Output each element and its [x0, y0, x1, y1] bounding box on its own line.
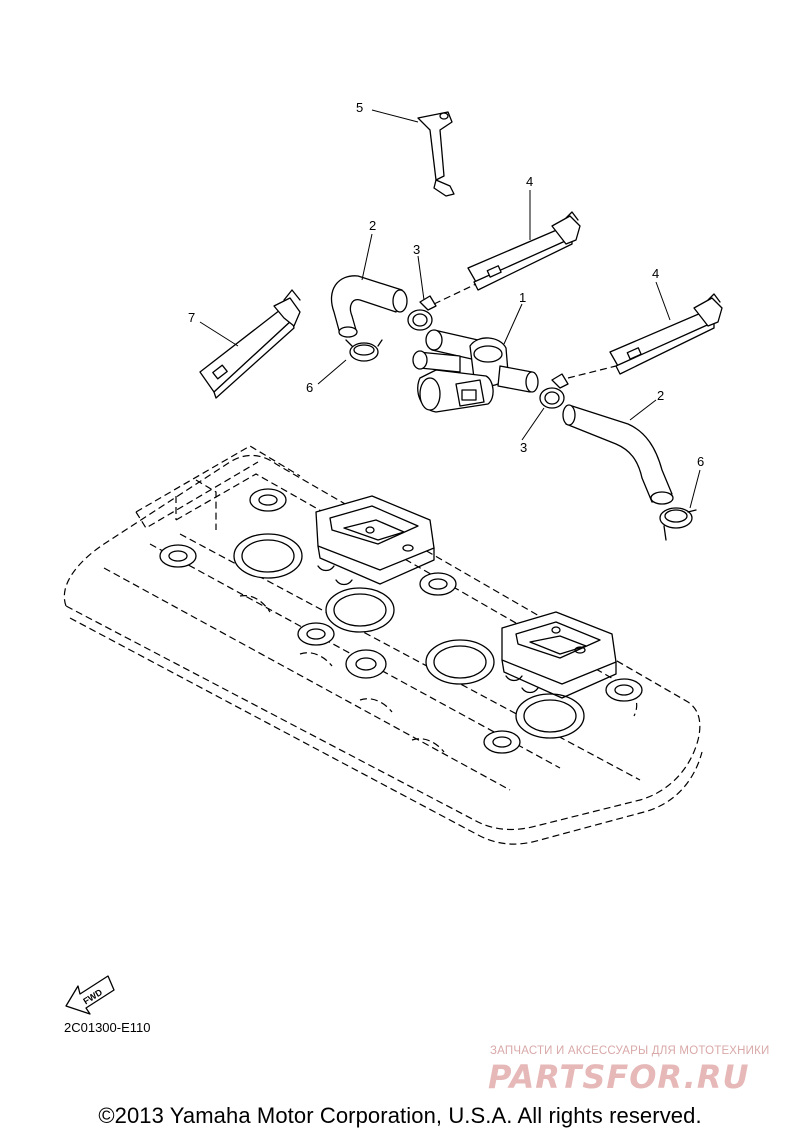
- part-6-clip-lower[interactable]: [659, 507, 697, 541]
- callout-3-upper: 3: [413, 242, 420, 257]
- part-5-bracket[interactable]: [417, 111, 455, 197]
- bolt-bosses: [159, 488, 643, 754]
- plug-hole-3: [425, 639, 495, 685]
- copyright-text: ©2013 Yamaha Motor Corporation, U.S.A. A…: [98, 1103, 702, 1128]
- plug-hole-2: [325, 587, 395, 633]
- diagram-code: 2C01300-E110: [64, 1020, 151, 1035]
- callout-4-lower: 4: [652, 266, 659, 281]
- part-4-strap-upper[interactable]: [467, 211, 581, 291]
- fwd-arrow-icon: FWD: [65, 975, 115, 1015]
- leader-lines: [199, 109, 701, 509]
- callout-2-upper: 2: [369, 218, 376, 233]
- callout-6-lower: 6: [697, 454, 704, 469]
- connection-lines: [433, 283, 617, 379]
- plug-hole-4: [515, 693, 585, 739]
- callout-4-upper: 4: [526, 174, 533, 189]
- part-3-clamp-upper[interactable]: [407, 295, 437, 331]
- callout-5: 5: [356, 100, 363, 115]
- callout-2-lower: 2: [657, 388, 664, 403]
- part-7-strap[interactable]: [199, 289, 301, 399]
- watermark-logo: PARTSFOR.RU: [488, 1058, 750, 1096]
- reed-box-lower: [501, 611, 617, 699]
- reed-box-upper: [315, 495, 435, 585]
- cylinder-head-cover[interactable]: [63, 445, 703, 845]
- part-3-clamp-lower[interactable]: [539, 373, 569, 409]
- part-2-hose-lower[interactable]: [562, 404, 674, 505]
- part-2-hose-upper[interactable]: [330, 275, 408, 338]
- callout-3-lower: 3: [520, 440, 527, 455]
- callout-7: 7: [188, 310, 195, 325]
- callout-1: 1: [519, 290, 526, 305]
- callout-6-upper: 6: [306, 380, 313, 395]
- plug-hole-1: [233, 533, 303, 579]
- watermark-tagline: ЗАПЧАСТИ И АКСЕССУАРЫ ДЛЯ МОТОТЕХНИКИ: [490, 1045, 770, 1057]
- part-6-clip-upper[interactable]: [345, 339, 383, 362]
- callout-numbers: 5 4 2 3 4 1 7 6 2 3 6: [188, 100, 704, 469]
- part-1-air-cut-valve[interactable]: [412, 329, 539, 413]
- part-4-strap-lower[interactable]: [609, 293, 723, 375]
